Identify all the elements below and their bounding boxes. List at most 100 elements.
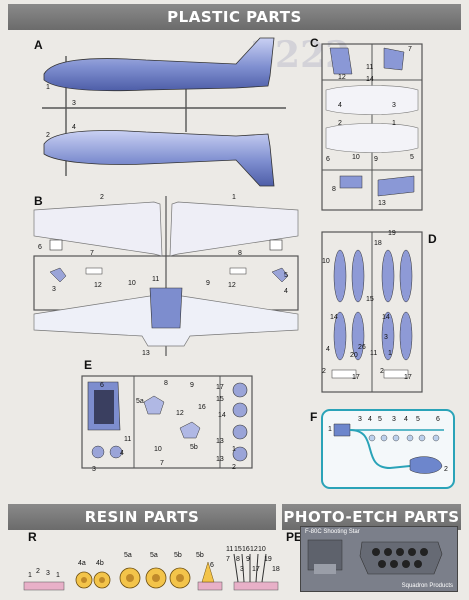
sprue-e-part-9: 9: [190, 382, 194, 389]
sprue-c-part-11: 11: [366, 64, 374, 71]
sprue-c-part-13: 13: [378, 200, 386, 207]
section-label-b: B: [34, 194, 43, 208]
sprue-e-part-14: 14: [218, 412, 226, 419]
section-label-f: F: [310, 410, 318, 424]
sprue-e-part-15: 15: [216, 396, 224, 403]
resin-part-9: 9: [246, 556, 250, 563]
plastic-parts-banner: PLASTIC PARTS: [8, 4, 461, 30]
sprue-d-part-3: 3: [384, 334, 388, 341]
sprue-f-part-5a: 5: [378, 416, 382, 423]
section-label-pe: PE: [286, 530, 303, 544]
sprue-d-part-17a: 17: [352, 374, 360, 381]
sprue-b-part-11: 11: [152, 276, 160, 283]
resin-part-16: 16: [242, 546, 250, 553]
sprue-e-part-8: 8: [164, 380, 168, 387]
sprue-a-diagram: [42, 37, 286, 187]
sprue-c-diagram: [321, 43, 423, 211]
sprue-e-part-1: 1: [232, 446, 236, 453]
sprue-c-part-4: 4: [338, 102, 342, 109]
sprue-d-diagram: [321, 231, 423, 393]
resin-part-15: 15: [234, 546, 242, 553]
photo-etch-banner: PHOTO-ETCH PARTS: [282, 504, 461, 530]
sprue-d-part-14b: 14: [382, 314, 390, 321]
resin-part-17: 17: [252, 566, 260, 573]
section-label-e: E: [84, 358, 93, 372]
sprue-d-part-11: 11: [370, 350, 378, 357]
sprue-b-part-12b: 12: [228, 282, 236, 289]
sprue-f-part-3b: 3: [392, 416, 396, 423]
section-label-d: D: [428, 232, 437, 246]
sprue-a-part-4: 4: [72, 124, 76, 131]
sprue-b-diagram: [33, 196, 299, 356]
sprue-b-part-8: 8: [238, 250, 242, 257]
sprue-e-part-3: 3: [92, 466, 96, 473]
sprue-d-part-18: 18: [374, 240, 382, 247]
resin-part-11: 11: [226, 546, 234, 553]
resin-part-4a: 4a: [78, 560, 86, 567]
sprue-f-part-4b: 4: [404, 416, 408, 423]
sprue-f-part-2: 2: [444, 466, 448, 473]
sprue-f-diagram: [321, 409, 455, 489]
sprue-c-part-14: 14: [366, 76, 374, 83]
sprue-f-part-6: 6: [436, 416, 440, 423]
sprue-b-part-7: 7: [90, 250, 94, 257]
resin-part-4b: 4b: [96, 560, 104, 567]
sprue-e-part-17: 17: [216, 384, 224, 391]
sprue-c-part-8: 8: [332, 186, 336, 193]
resin-parts-diagram: [23, 553, 279, 591]
resin-part-12: 12: [250, 546, 258, 553]
resin-part-5a-2: 5a: [150, 552, 158, 559]
section-label-r: R: [28, 530, 37, 544]
sprue-e-part-6: 6: [100, 382, 104, 389]
sprue-a-part-2: 2: [46, 132, 50, 139]
sprue-d-part-17b: 17: [404, 374, 412, 381]
sprue-b-part-13: 13: [142, 350, 150, 357]
sprue-e-part-7: 7: [160, 460, 164, 467]
resin-part-5b-2: 5b: [196, 552, 204, 559]
resin-part-1b: 1: [56, 572, 60, 579]
sprue-d-part-15: 15: [366, 296, 374, 303]
resin-part-3: 3: [46, 570, 50, 577]
sprue-c-part-7: 7: [408, 46, 412, 53]
resin-part-5a-1: 5a: [124, 552, 132, 559]
sprue-c-part-1: 1: [392, 120, 396, 127]
sprue-c-part-5: 5: [410, 154, 414, 161]
sprue-f-part-3a: 3: [358, 416, 362, 423]
sprue-d-part-20: 20: [350, 352, 358, 359]
resin-part-8: 8: [236, 556, 240, 563]
sprue-b-part-2: 2: [100, 194, 104, 201]
sprue-d-part-4: 4: [326, 346, 330, 353]
sprue-e-part-2: 2: [232, 464, 236, 471]
sprue-e-diagram: [81, 375, 253, 469]
sprue-b-part-9: 9: [206, 280, 210, 287]
sprue-e-part-5a: 5a: [136, 398, 144, 405]
sprue-a-part-1: 1: [46, 84, 50, 91]
sprue-b-part-5: 5: [284, 272, 288, 279]
sprue-e-part-10: 10: [154, 446, 162, 453]
sprue-b-part-3: 3: [52, 286, 56, 293]
resin-part-10: 10: [258, 546, 266, 553]
sprue-f-part-5b: 5: [416, 416, 420, 423]
sprue-f-part-1: 1: [328, 426, 332, 433]
sprue-e-part-13a: 13: [216, 438, 224, 445]
sprue-e-part-16: 16: [198, 404, 206, 411]
resin-part-7: 7: [226, 556, 230, 563]
photo-etch-title: F-80C Shooting Star: [305, 529, 360, 535]
sprue-b-part-1: 1: [232, 194, 236, 201]
resin-part-18: 18: [272, 566, 280, 573]
sprue-d-part-14a: 14: [330, 314, 338, 321]
sprue-b-part-12a: 12: [94, 282, 102, 289]
sprue-c-part-12: 12: [338, 74, 346, 81]
sprue-e-part-5b: 5b: [190, 444, 198, 451]
resin-part-5b-1: 5b: [174, 552, 182, 559]
section-label-c: C: [310, 36, 319, 50]
photo-etch-footer: Squadron Products: [401, 583, 453, 589]
sprue-e-part-11: 11: [124, 436, 132, 443]
sprue-e-part-4: 4: [120, 450, 124, 457]
sprue-c-part-9: 9: [374, 156, 378, 163]
sprue-d-part-10: 10: [322, 258, 330, 265]
sprue-e-part-12: 12: [176, 410, 184, 417]
sprue-c-part-2: 2: [338, 120, 342, 127]
sprue-a-part-3: 3: [72, 100, 76, 107]
sprue-b-part-6: 6: [38, 244, 42, 251]
